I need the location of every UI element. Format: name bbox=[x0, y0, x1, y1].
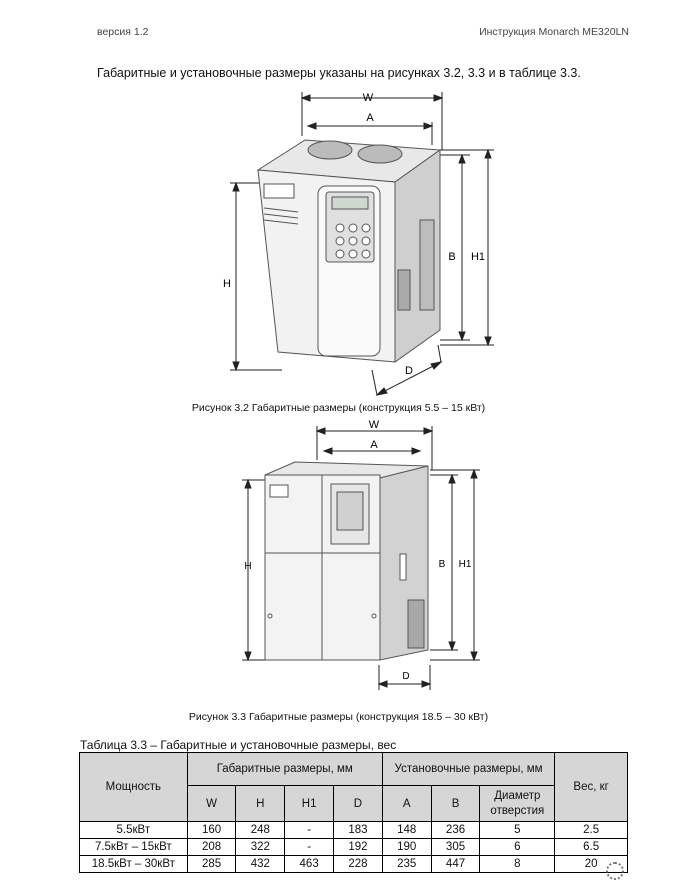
cell-w: 285 bbox=[186, 855, 237, 873]
cell-w: 160 bbox=[186, 821, 237, 839]
subheader-h: H bbox=[235, 785, 286, 822]
fig2-label-h: H bbox=[244, 561, 251, 572]
figure-3-3-drawing: W A B H1 H D bbox=[242, 419, 480, 690]
fig2-label-d: D bbox=[402, 671, 409, 682]
cell-d: 192 bbox=[333, 838, 383, 856]
group-overall-header: Габаритные размеры, мм bbox=[186, 752, 383, 786]
header-version: версия 1.2 bbox=[97, 26, 149, 38]
cell-b: 447 bbox=[430, 855, 481, 873]
cell-h: 322 bbox=[235, 838, 286, 856]
fig1-label-d: D bbox=[405, 365, 413, 377]
header-manual-title: Инструкция Monarch ME320LN bbox=[479, 26, 629, 38]
subheader-hole-diameter: Диаметр отверстия bbox=[479, 785, 556, 822]
col-weight-header: Вес, кг bbox=[554, 752, 628, 822]
cell-hole: 5 bbox=[479, 821, 556, 839]
subheader-h1: H1 bbox=[284, 785, 335, 822]
table-row: 5.5кВт 160 248 - 183 148 236 5 2.5 bbox=[79, 821, 628, 839]
cell-d: 228 bbox=[333, 855, 383, 873]
cell-h: 432 bbox=[235, 855, 286, 873]
cell-power: 7.5кВт – 15кВт bbox=[79, 838, 188, 856]
fig1-label-h: H bbox=[223, 278, 231, 290]
cell-power: 5.5кВт bbox=[79, 821, 188, 839]
subheader-d: D bbox=[333, 785, 383, 822]
intro-paragraph: Габаритные и установочные размеры указан… bbox=[97, 66, 581, 80]
fig1-label-a: A bbox=[366, 112, 374, 124]
fig1-label-b: B bbox=[448, 251, 455, 263]
group-mount-header: Установочные размеры, мм bbox=[381, 752, 556, 786]
fig2-label-h1: H1 bbox=[459, 559, 472, 570]
cell-h1: 463 bbox=[284, 855, 335, 873]
cell-power: 18.5кВт – 30кВт bbox=[79, 855, 188, 873]
figure-3-2-drawing: W A B H1 H D bbox=[223, 92, 494, 396]
col-power-header: Мощность bbox=[79, 752, 188, 822]
cell-h: 248 bbox=[235, 821, 286, 839]
stamp-mark bbox=[606, 862, 624, 880]
cell-b: 305 bbox=[430, 838, 481, 856]
cell-a: 235 bbox=[381, 855, 432, 873]
cell-weight: 6.5 bbox=[554, 838, 628, 856]
cell-hole: 6 bbox=[479, 838, 556, 856]
figure-3-2-caption: Рисунок 3.2 Габаритные размеры (конструк… bbox=[191, 402, 486, 414]
figure-3-3-caption: Рисунок 3.3 Габаритные размеры (конструк… bbox=[188, 711, 489, 723]
fig2-label-b: B bbox=[439, 559, 446, 570]
cell-a: 190 bbox=[381, 838, 432, 856]
fig2-label-w: W bbox=[369, 419, 380, 431]
cell-hole: 8 bbox=[479, 855, 556, 873]
subheader-a: A bbox=[381, 785, 432, 822]
table-title: Таблица 3.3 – Габаритные и установочные … bbox=[80, 738, 397, 752]
cell-d: 183 bbox=[333, 821, 383, 839]
fig1-label-w: W bbox=[363, 92, 374, 104]
fig1-label-h1: H1 bbox=[471, 251, 485, 263]
fig2-label-a: A bbox=[370, 439, 378, 451]
cell-b: 236 bbox=[430, 821, 481, 839]
table-row: 18.5кВт – 30кВт 285 432 463 228 235 447 … bbox=[79, 855, 628, 873]
cell-h1: - bbox=[284, 838, 335, 856]
subheader-b: B bbox=[430, 785, 481, 822]
cell-a: 148 bbox=[381, 821, 432, 839]
cell-weight: 2.5 bbox=[554, 821, 628, 839]
cell-h1: - bbox=[284, 821, 335, 839]
dimensions-table: Мощность Габаритные размеры, мм Установо… bbox=[79, 752, 628, 873]
subheader-w: W bbox=[186, 785, 237, 822]
table-row: 7.5кВт – 15кВт 208 322 - 192 190 305 6 6… bbox=[79, 838, 628, 856]
cell-w: 208 bbox=[186, 838, 237, 856]
